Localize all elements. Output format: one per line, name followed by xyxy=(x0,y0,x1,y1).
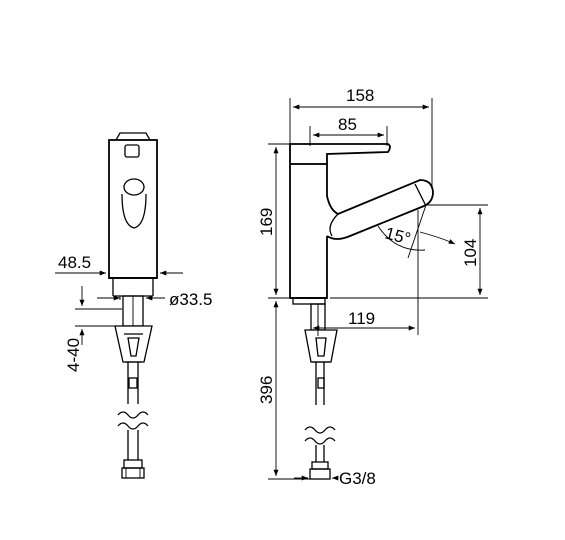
side-hose xyxy=(315,362,325,405)
side-body xyxy=(289,148,328,299)
dim-119-label: 119 xyxy=(348,309,375,328)
side-spout xyxy=(326,164,434,240)
front-outlet xyxy=(123,178,145,196)
front-cap-slot xyxy=(124,144,140,158)
side-base-ring xyxy=(292,297,326,305)
front-view: 48.5 ø33.5 4-40 xyxy=(55,132,212,479)
front-hose-fitting xyxy=(123,459,143,469)
front-break-wave xyxy=(117,411,149,419)
dim-dia-33-5-label: ø33.5 xyxy=(169,290,212,309)
dim-396-label: 396 xyxy=(257,376,276,404)
angle-15-label: 15° xyxy=(383,224,413,249)
dim-4-40-label: 4-40 xyxy=(64,338,83,372)
side-view: 158 85 169 104 15° 119 396 xyxy=(257,86,488,488)
dim-158-label: 158 xyxy=(346,86,374,105)
thread-g38-label: G3/8 xyxy=(339,469,376,488)
side-aerator xyxy=(414,183,427,207)
front-hose xyxy=(127,362,139,404)
side-spout-inner xyxy=(329,213,339,237)
side-lever xyxy=(289,143,391,165)
dim-48-5-label: 48.5 xyxy=(58,253,91,272)
dim-85-label: 85 xyxy=(338,115,357,134)
front-mounting-nut xyxy=(114,325,153,363)
front-cap xyxy=(115,132,151,141)
side-hose-fitting xyxy=(311,461,329,470)
front-body xyxy=(108,139,158,279)
side-mounting-nut xyxy=(304,329,338,363)
dim-104-label: 104 xyxy=(461,239,480,267)
front-spout-curve xyxy=(121,193,147,229)
angle-arc xyxy=(377,225,426,251)
dim-169-label: 169 xyxy=(257,208,276,236)
side-break-wave xyxy=(304,426,336,434)
